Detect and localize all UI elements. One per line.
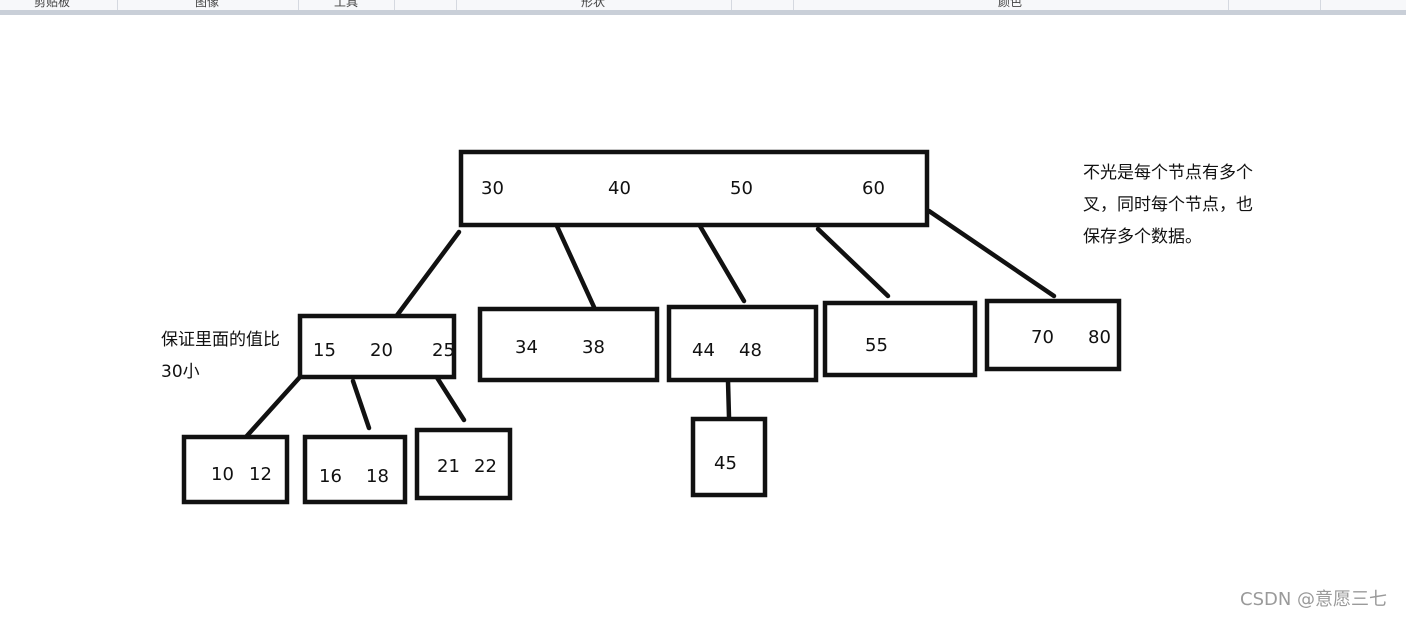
key-label: 45	[714, 453, 737, 474]
key-label: 34	[515, 337, 538, 358]
node-keys: 30 40 50 60 15 20 25 34 38 44 48 55 70 8…	[211, 178, 1111, 487]
key-label: 25	[432, 340, 455, 361]
node-34-38	[477, 306, 660, 383]
edge-node-25-to-node-21-22	[433, 373, 467, 423]
key-label: 22	[474, 456, 497, 477]
edge-root-to-node-34-38	[553, 221, 597, 310]
node-boxes	[181, 149, 1122, 505]
node-16-18	[302, 434, 408, 505]
key-label: 48	[739, 340, 762, 361]
ribbon-separator	[1228, 0, 1229, 10]
ribbon-group-colors[interactable]: 颜色	[997, 0, 1023, 9]
annotation-less-than-note: 保证里面的值比 30小	[161, 324, 280, 388]
key-label: 80	[1088, 327, 1111, 348]
edge-node-44-48-to-node-45	[725, 378, 732, 420]
ribbon-separator	[298, 0, 299, 10]
ribbon-toolbar: 剪贴板 图像 工具 形状 颜色	[0, 0, 1406, 15]
key-label: 44	[692, 340, 715, 361]
csdn-watermark: CSDN @意愿三七	[1240, 589, 1388, 610]
key-label: 38	[582, 337, 605, 358]
edge-root-to-node-55	[815, 226, 891, 299]
key-label: 15	[313, 340, 336, 361]
key-label: 70	[1031, 327, 1054, 348]
edge-node-15-to-node-10-12	[242, 374, 303, 441]
connector-lines	[242, 208, 1057, 441]
annotation-line: 保证里面的值比	[161, 330, 280, 350]
ribbon-group-image[interactable]: 图像	[194, 0, 220, 9]
node-45	[690, 416, 768, 498]
key-label: 55	[865, 335, 888, 356]
annotation-line: 保存多个数据。	[1083, 227, 1202, 247]
key-label: 21	[437, 456, 460, 477]
node-15-20-25	[297, 313, 457, 380]
edge-node-20-to-node-16-18	[350, 378, 372, 431]
annotation-multiway-note: 不光是每个节点有多个 叉，同时每个节点，也 保存多个数据。	[1083, 157, 1253, 253]
key-label: 50	[730, 178, 753, 199]
key-label: 20	[370, 340, 393, 361]
annotation-line: 不光是每个节点有多个	[1083, 163, 1253, 183]
key-label: 18	[366, 466, 389, 487]
ribbon-group-clipboard[interactable]: 剪贴板	[33, 0, 71, 9]
ribbon-separator	[731, 0, 732, 10]
ribbon-group-tools[interactable]: 工具	[333, 0, 359, 9]
edge-root-to-node-15-20-25	[392, 229, 462, 321]
ribbon-separator	[117, 0, 118, 10]
root-node	[458, 149, 930, 228]
ribbon-separator	[394, 0, 395, 10]
annotation-line: 叉，同时每个节点，也	[1083, 195, 1253, 215]
key-label: 10	[211, 464, 234, 485]
edge-root-to-node-70-80	[926, 208, 1057, 299]
key-label: 12	[249, 464, 272, 485]
node-21-22	[414, 427, 513, 501]
ribbon-separator	[1320, 0, 1321, 10]
node-70-80	[984, 298, 1122, 372]
key-label: 16	[319, 466, 342, 487]
key-label: 40	[608, 178, 631, 199]
node-55	[822, 300, 978, 378]
annotation-line: 30小	[161, 362, 200, 382]
node-44-48	[666, 304, 819, 383]
key-label: 30	[481, 178, 504, 199]
ribbon-separator	[456, 0, 457, 10]
key-label: 60	[862, 178, 885, 199]
ribbon-group-shapes[interactable]: 形状	[580, 0, 606, 9]
node-10-12	[181, 434, 290, 505]
ribbon-separator	[793, 0, 794, 10]
edge-root-to-node-44-48	[697, 223, 747, 304]
